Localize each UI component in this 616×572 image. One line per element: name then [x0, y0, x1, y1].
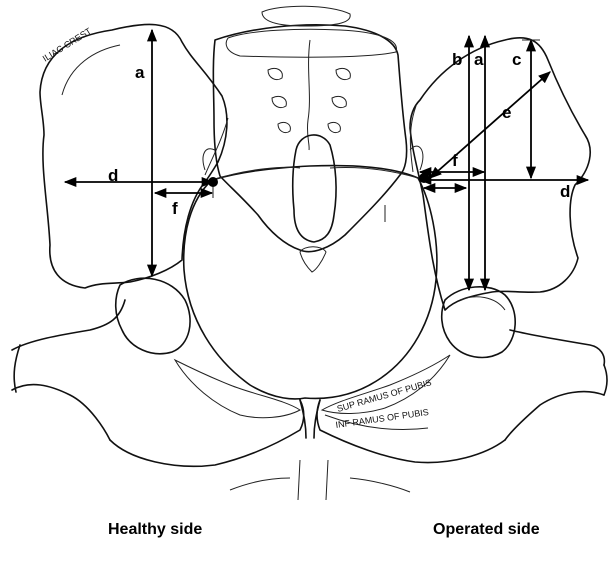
right-femur	[505, 330, 604, 440]
left-ilium-outline	[40, 24, 227, 288]
coccyx	[293, 135, 336, 242]
lumbar-vertebra-1	[262, 6, 350, 26]
left-femur	[12, 300, 125, 440]
sacrum-outline	[213, 25, 406, 252]
operated-label-d: d	[560, 182, 570, 201]
operated-label-e: e	[502, 103, 511, 122]
right-greater-trochanter	[604, 365, 607, 395]
left-ilium-inner-line	[62, 45, 120, 95]
left-sacroiliac-edge	[205, 118, 228, 175]
operated-label-f: f	[452, 151, 458, 170]
operated-side-caption: Operated side	[433, 521, 540, 539]
left-ischium	[110, 400, 304, 466]
operated-reference-point	[419, 173, 429, 183]
right-acetabulum	[442, 287, 515, 358]
healthy-reference-point	[208, 177, 218, 187]
operated-label-b: b	[452, 50, 462, 69]
operated-label-a: a	[474, 50, 484, 69]
operated-measure-e	[430, 72, 550, 178]
healthy-side-caption: Healthy side	[108, 521, 202, 539]
median-sacral-crest	[307, 40, 310, 150]
left-greater-trochanter	[14, 345, 20, 392]
iliac-crest-label: ILIAC CREST	[41, 26, 94, 64]
pelvic-inlet	[184, 166, 437, 399]
right-acetabulum-rim	[460, 297, 505, 310]
healthy-label-d: d	[108, 166, 118, 185]
operated-label-c: c	[512, 50, 521, 69]
healthy-label-a: a	[135, 63, 145, 82]
healthy-label-f: f	[172, 199, 178, 218]
pelvic-brim-left	[212, 167, 300, 180]
lumbar-vertebra-2	[226, 29, 396, 57]
lower-sketch-lines	[230, 460, 410, 500]
left-acetabulum	[116, 278, 190, 354]
left-obturator	[175, 360, 300, 418]
